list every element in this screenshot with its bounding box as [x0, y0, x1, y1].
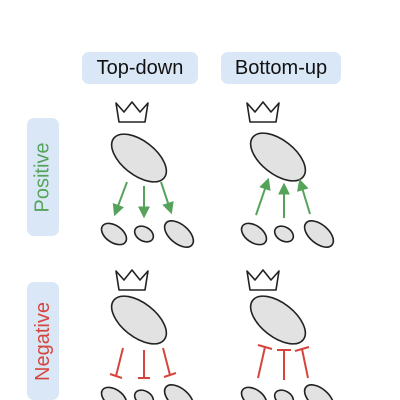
cell-top-down-positive — [100, 101, 195, 248]
child-node — [303, 384, 335, 400]
inhibit-down — [162, 347, 177, 378]
crown-icon — [115, 269, 149, 291]
column-header-top-down: Top-down — [82, 52, 198, 84]
cell-top-down-negative — [100, 269, 195, 400]
inhibit-up — [257, 344, 273, 379]
parent-node — [249, 132, 307, 182]
cell-bottom-up-negative — [240, 269, 335, 400]
row-header-negative: Negative — [27, 282, 59, 400]
child-node — [163, 384, 195, 400]
parent-node — [249, 295, 307, 345]
arrow-up — [297, 178, 311, 215]
crown-icon — [115, 101, 149, 123]
column-label-bottom-up: Bottom-up — [234, 56, 328, 79]
child-node — [100, 222, 128, 246]
child-node — [273, 389, 295, 400]
crown-icon — [246, 101, 280, 123]
parent-node — [110, 295, 168, 345]
arrow-down — [160, 181, 174, 215]
arrow-down — [112, 181, 128, 217]
row-header-positive: Positive — [27, 118, 59, 236]
inhibit-down — [138, 350, 150, 379]
child-node — [133, 389, 155, 400]
child-node — [240, 386, 268, 400]
child-node — [303, 220, 335, 248]
inhibit-up — [277, 349, 291, 380]
arrow-up — [255, 177, 271, 216]
cell-bottom-up-positive — [240, 101, 335, 248]
inhibit-down — [109, 347, 124, 379]
child-node — [240, 222, 268, 246]
column-label-top-down: Top-down — [96, 56, 184, 79]
crown-icon — [246, 269, 280, 291]
child-node — [100, 386, 128, 400]
child-node — [273, 225, 295, 243]
child-node — [163, 220, 195, 248]
inhibit-up — [294, 346, 310, 379]
column-header-bottom-up: Bottom-up — [221, 52, 341, 84]
child-node — [133, 225, 155, 243]
parent-node — [110, 133, 168, 183]
